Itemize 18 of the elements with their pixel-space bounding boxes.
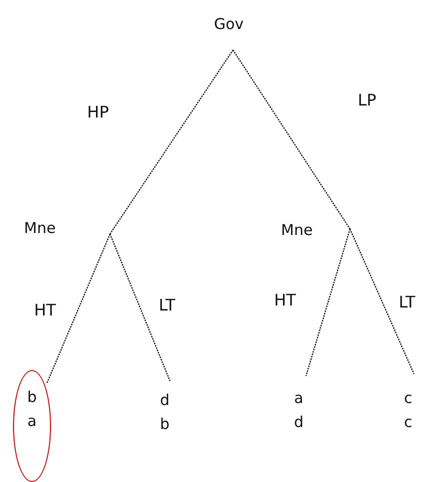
payoff-label: d	[160, 390, 170, 411]
player-label: Gov	[214, 14, 244, 35]
payoff-label: b	[160, 414, 170, 435]
payoff-label: c	[404, 412, 412, 433]
tree-branch	[46, 234, 111, 384]
payoff-label: a	[294, 388, 304, 409]
payoff-label: c	[404, 388, 412, 409]
tree-branch	[349, 228, 415, 374]
payoff-label: d	[294, 412, 304, 433]
tree-branch	[232, 50, 350, 230]
payoff-label: b	[27, 387, 37, 408]
player-label: Mne	[281, 220, 313, 241]
tree-branch	[305, 228, 351, 376]
player-label: Mne	[24, 218, 56, 239]
tree-branch	[110, 50, 234, 234]
highlight-ellipse	[13, 370, 51, 482]
tree-branch	[109, 234, 171, 382]
payoff-label: a	[27, 411, 37, 432]
